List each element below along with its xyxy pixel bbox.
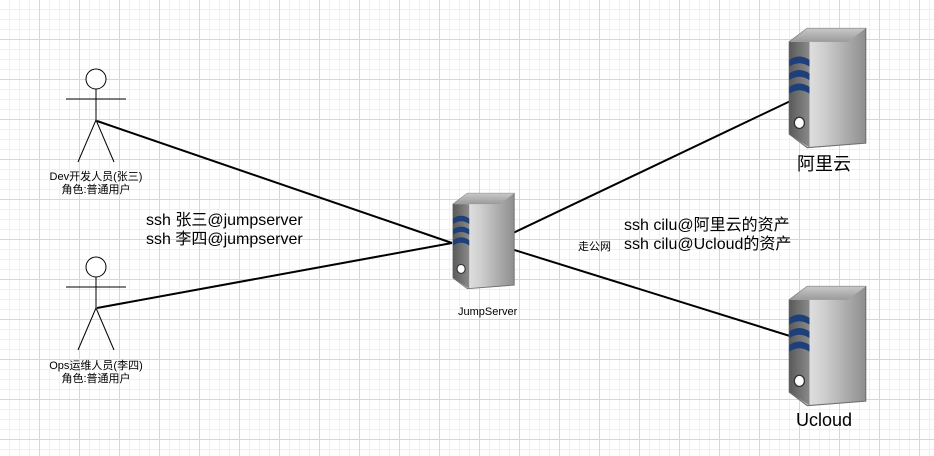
jumpserver-to-ucloud-line	[491, 242, 823, 347]
dev-actor-label: Dev开发人员(张三) 角色:普通用户	[30, 171, 162, 197]
ucloud-server-icon	[788, 285, 867, 407]
ops-user-icon	[66, 256, 126, 351]
dev-to-jumpserver-line	[96, 120, 453, 244]
dev-ssh-command: ssh 张三@jumpserver	[146, 212, 303, 229]
aliyun-ssh-command: ssh cilu@阿里云的资产	[624, 217, 790, 234]
ops-actor-label: Ops运维人员(李四) 角色:普通用户	[30, 360, 162, 386]
user-ssh-commands: ssh 张三@jumpserver ssh 李四@jumpserver	[146, 211, 303, 249]
ucloud-ssh-command: ssh cilu@Ucloud的资产	[624, 236, 792, 253]
aliyun-label: 阿里云	[797, 154, 851, 174]
ops-ssh-command: ssh 李四@jumpserver	[146, 231, 303, 248]
jumpserver-label: JumpServer	[458, 306, 518, 318]
public-network-label: 走公网	[578, 241, 611, 253]
ucloud-label: Ucloud	[796, 410, 853, 430]
ops-to-jumpserver-line	[96, 242, 453, 309]
jumpserver-to-aliyun-line	[491, 85, 823, 244]
aliyun-server-icon	[788, 27, 867, 149]
dev-actor-role: 角色:普通用户	[61, 184, 131, 196]
ops-actor-name: Ops运维人员(李四)	[49, 360, 143, 372]
dev-user-icon	[66, 68, 126, 163]
jumpserver-server-icon	[452, 192, 515, 290]
asset-ssh-commands: ssh cilu@阿里云的资产 ssh cilu@Ucloud的资产	[624, 216, 791, 254]
ops-actor-role: 角色:普通用户	[61, 373, 131, 385]
dev-actor-name: Dev开发人员(张三)	[49, 171, 143, 183]
